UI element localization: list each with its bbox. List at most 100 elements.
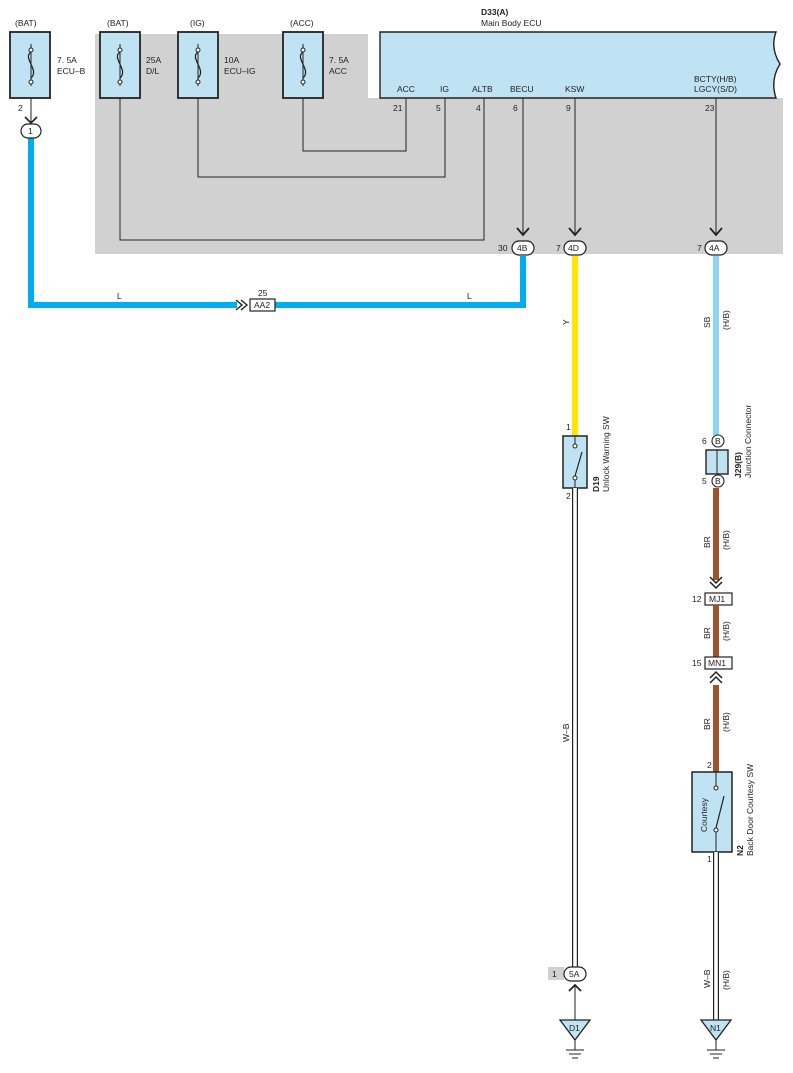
n2-switch: 2 Courtesy 1 N2 Back Door Courtesy SW xyxy=(691,760,755,864)
fuse-name: ECU–IG xyxy=(224,66,256,76)
connector-4b: 4B 30 xyxy=(498,227,535,256)
j29-id: J29(B) xyxy=(733,452,743,478)
pin-9: 9 xyxy=(566,103,571,113)
connector-1-label: 1 xyxy=(28,126,33,136)
aa2-pin: 25 xyxy=(258,288,268,298)
wire-label-l1: L xyxy=(117,291,122,301)
fuse-pin: 2 xyxy=(18,103,23,113)
n2-pin-top: 2 xyxy=(707,760,712,770)
j29-name: Junction Connector xyxy=(743,405,753,478)
d19-pin-top: 1 xyxy=(566,422,571,432)
j29-pin-top: 6 xyxy=(702,436,707,446)
ground-n1: N1 xyxy=(699,1019,733,1059)
fuse-acc: (ACC) 7. 5A ACC xyxy=(282,18,349,99)
c4a-pin: 7 xyxy=(697,243,702,253)
fuse-source-label: (BAT) xyxy=(15,18,37,28)
wire-label-br3-note: (H/B) xyxy=(721,712,731,732)
c5a-pin: 1 xyxy=(552,969,557,979)
wire-label-wb2: W–B xyxy=(702,969,712,988)
term-label-acc: ACC xyxy=(397,84,415,94)
d19-pin-bottom: 2 xyxy=(566,491,571,501)
term-label-becu: BECU xyxy=(510,84,534,94)
mn1-label: MN1 xyxy=(708,658,726,668)
mj1-chevrons xyxy=(709,576,723,590)
fuse-name: D/L xyxy=(146,66,160,76)
j29-tag-bottom: B xyxy=(715,476,721,486)
internal-wires xyxy=(119,72,717,241)
fuse-dl: (BAT) 25A D/L xyxy=(99,18,161,99)
wire-l-right xyxy=(275,256,526,308)
n2-name: Back Door Courtesy SW xyxy=(745,764,755,856)
j29-junction-connector: 6 B B 5 J29(B) Junction Connector xyxy=(702,405,753,488)
mn1-pin: 15 xyxy=(692,658,702,668)
wire-label-wb2-note: (H/B) xyxy=(721,970,731,990)
aa2-chevrons xyxy=(235,299,249,311)
fuse-ecu-ig: (IG) 10A ECU–IG xyxy=(177,18,256,99)
connector-4a: 4A 7 xyxy=(697,227,728,256)
wire-label-y: Y xyxy=(561,319,571,325)
n2-id: N2 xyxy=(735,845,745,856)
pin-4: 4 xyxy=(476,103,481,113)
ground-n1-label: N1 xyxy=(710,1023,721,1033)
d19-switch: 1 2 D19 Unlock Warning SW xyxy=(562,416,611,501)
mn1-chevrons xyxy=(709,670,723,684)
wire-label-wb1: W–B xyxy=(561,723,571,742)
pin-21: 21 xyxy=(393,103,403,113)
wire-label-br3: BR xyxy=(702,718,712,730)
mj1-label: MJ1 xyxy=(709,594,725,604)
wire-label-sb-note: (H/B) xyxy=(721,310,731,330)
pin-5: 5 xyxy=(436,103,441,113)
n2-inner-label: Courtesy xyxy=(699,797,709,832)
mj1-pin: 12 xyxy=(692,594,702,604)
term-label-lgcy: LGCY(S/D) xyxy=(694,84,737,94)
pin-6: 6 xyxy=(513,103,518,113)
fuse-ecu-b: (BAT) 7. 5A ECU–B 2 xyxy=(9,18,86,113)
n2-pin-bottom: 1 xyxy=(707,854,712,864)
d19-name: Unlock Warning SW xyxy=(601,416,611,492)
connector-1 xyxy=(20,123,42,139)
connector-aa2 xyxy=(249,298,276,312)
fuse-source-label: (ACC) xyxy=(290,18,314,28)
j29-pin-bottom: 5 xyxy=(702,476,707,486)
c4b-label: 4B xyxy=(517,243,528,253)
ecu-background xyxy=(95,34,783,254)
fuse-source-label: (BAT) xyxy=(107,18,129,28)
fuse-name: ACC xyxy=(329,66,347,76)
aa2-label: AA2 xyxy=(254,300,270,310)
fuse-rating: 10A xyxy=(224,55,239,65)
fuse-name: ECU–B xyxy=(57,66,86,76)
pin-23: 23 xyxy=(705,103,715,113)
c4a-label: 4A xyxy=(709,243,720,253)
ground-d1-label: D1 xyxy=(569,1023,580,1033)
ground-d1: D1 xyxy=(558,1019,592,1059)
j29-tag-top: B xyxy=(715,436,721,446)
d19-id: D19 xyxy=(591,476,601,492)
fuse-source-label: (IG) xyxy=(190,18,205,28)
connector-4d: 4D 7 xyxy=(556,227,587,256)
term-label-ksw: KSW xyxy=(565,84,584,94)
connector-5a xyxy=(563,966,587,982)
wire-label-br2-note: (H/B) xyxy=(721,621,731,641)
c4d-label: 4D xyxy=(568,243,579,253)
c5a-label: 5A xyxy=(569,969,580,979)
wire-label-br1-note: (H/B) xyxy=(721,530,731,550)
fuse-rating: 7. 5A xyxy=(329,55,349,65)
connector-mn1 xyxy=(704,656,733,670)
c4d-pin: 7 xyxy=(556,243,561,253)
fuse-rating: 7. 5A xyxy=(57,55,77,65)
term-label-ig: IG xyxy=(440,84,449,94)
ecu-box xyxy=(379,31,781,99)
fuse-rating: 25A xyxy=(146,55,161,65)
wire-label-br2: BR xyxy=(702,627,712,639)
term-label-bcty: BCTY(H/B) xyxy=(694,74,737,84)
wire-label-sb: SB xyxy=(702,316,712,328)
ecu-id: D33(A) xyxy=(481,7,509,17)
connector-arrow xyxy=(24,116,38,125)
c4b-pin: 30 xyxy=(498,243,508,253)
c5a-pin-bg xyxy=(548,967,564,980)
wire-label-l2: L xyxy=(467,291,472,301)
ecu-name: Main Body ECU xyxy=(481,18,541,28)
wire-label-br1: BR xyxy=(702,536,712,548)
term-label-altb: ALTB xyxy=(472,84,493,94)
